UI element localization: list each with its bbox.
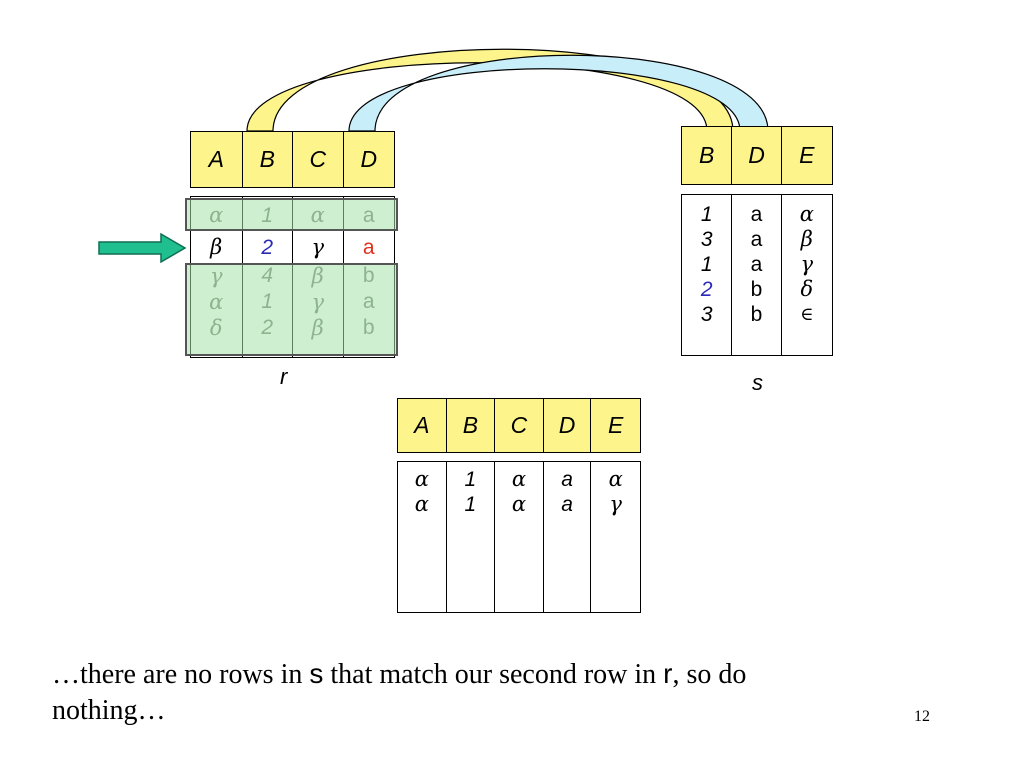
table-cell: α	[414, 492, 429, 516]
result-header-d: D	[544, 399, 592, 452]
table-cell: 1	[700, 253, 713, 276]
caption-text: that match our second row in	[323, 659, 664, 690]
join-connectors	[246, 48, 769, 132]
table-cell: a	[750, 228, 763, 251]
table-cell: α	[799, 202, 814, 226]
table-cell: γ	[311, 234, 325, 259]
page-number: 12	[914, 708, 930, 725]
table-cell: γ	[800, 252, 814, 276]
r-header-b: B	[243, 132, 293, 187]
row-highlight-top	[185, 198, 398, 231]
table-cell: 3	[700, 303, 713, 326]
r-header-d: D	[360, 146, 378, 172]
table-cell: a	[561, 493, 573, 516]
s-header-e: E	[799, 142, 815, 168]
result-header: A B C D E	[397, 398, 641, 453]
result-header-a: A	[398, 399, 447, 452]
table-cell: 1	[464, 493, 477, 516]
table-cell: 2	[261, 235, 274, 259]
caption-s: s	[309, 658, 324, 689]
result-header-e: E	[608, 412, 624, 438]
r-header-a: A	[191, 132, 243, 187]
table-cell: a	[561, 468, 573, 491]
r-header-c: C	[293, 132, 344, 187]
table-s-label: s	[752, 370, 763, 395]
table-s-body: 1 3 1 2 3 a a a b b α β γ δ ∈	[681, 194, 833, 356]
table-cell: β	[210, 234, 223, 259]
table-cell: γ	[609, 492, 622, 516]
table-cell: 1	[700, 203, 713, 226]
result-header-b: B	[447, 399, 496, 452]
table-cell: b	[750, 303, 763, 326]
table-cell: α	[511, 467, 527, 491]
table-cell: a	[750, 203, 763, 226]
table-cell: 3	[700, 228, 713, 251]
result-header-c: C	[495, 399, 544, 452]
table-cell: δ	[800, 277, 814, 301]
s-header-d: D	[732, 127, 782, 184]
arrow-right-icon	[98, 232, 187, 264]
table-s-header: B D E	[681, 126, 833, 185]
table-cell: ∈	[800, 304, 814, 325]
table-cell: α	[511, 492, 527, 516]
s-header-b: B	[682, 127, 733, 184]
table-cell: α	[414, 467, 429, 491]
table-r-label: r	[280, 364, 288, 389]
table-cell: β	[800, 227, 813, 251]
caption-line-2: nothing…	[52, 695, 166, 726]
slide-caption: …there are no rows in s that match our s…	[52, 656, 932, 729]
caption-text: …there are no rows in	[52, 659, 310, 690]
table-cell: 2	[700, 278, 713, 301]
table-r-header: A B C D	[190, 131, 395, 188]
result-body: α α 1 1 α α a a α γ	[397, 461, 641, 613]
table-cell: b	[750, 278, 763, 301]
table-cell: 1	[464, 468, 477, 491]
table-cell: α	[608, 467, 623, 491]
table-cell: a	[750, 253, 763, 276]
caption-text: , so do	[672, 659, 747, 690]
caption-line-1: …there are no rows in s that match our s…	[52, 656, 932, 693]
row-highlight-bottom	[185, 263, 398, 356]
table-cell: a	[362, 235, 375, 259]
caption-r: r	[663, 658, 673, 689]
